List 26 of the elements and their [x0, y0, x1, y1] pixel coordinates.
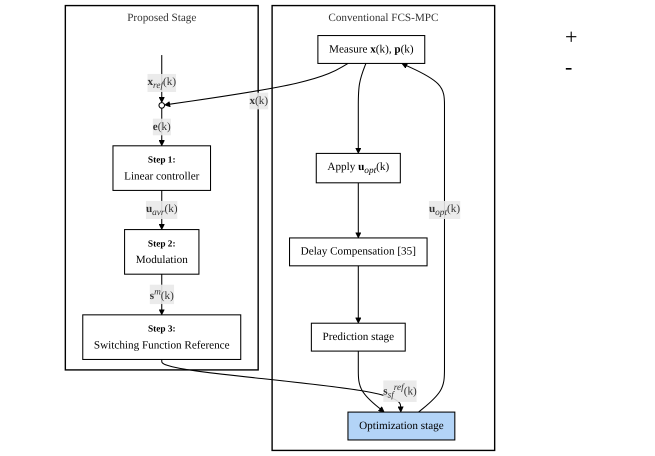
arrow	[161, 359, 404, 412]
arrow	[355, 63, 366, 154]
node-box: Apply u$_{opt}$(k)	[316, 152, 401, 184]
arrow	[355, 266, 362, 324]
edge-label: u$_{opt}$(k)	[428, 202, 460, 218]
node-box: Step 2: Modulation	[124, 229, 200, 275]
arrow	[401, 62, 446, 412]
sign-label: +	[565, 24, 578, 50]
edge-label: u$_{avr}$(k)	[146, 202, 178, 218]
sign-label: -	[565, 54, 574, 80]
edge-label: x$_{ref}$(k)	[147, 76, 176, 90]
node-box: Prediction stage	[310, 322, 406, 352]
edge-label: e(k)	[152, 120, 171, 133]
node-box: Optimization stage	[347, 412, 456, 440]
node-box: Step 1: Linear controller	[112, 145, 212, 191]
node-circle	[158, 102, 166, 109]
edge-label: s$_{sf}$$^{ref}$(k)	[383, 382, 417, 400]
node-box: Measure x(k), p(k)	[317, 35, 426, 64]
arrow	[358, 351, 385, 412]
arrow	[164, 62, 348, 108]
node-box: Step 3: Switching Function Reference	[82, 314, 242, 360]
edge-label: s$^{m}$(k)	[150, 286, 174, 302]
arrow	[158, 108, 165, 146]
edge-label: x(k)	[249, 94, 268, 107]
node-box: Delay Compensation [35]	[289, 237, 428, 266]
arrow	[355, 182, 362, 238]
